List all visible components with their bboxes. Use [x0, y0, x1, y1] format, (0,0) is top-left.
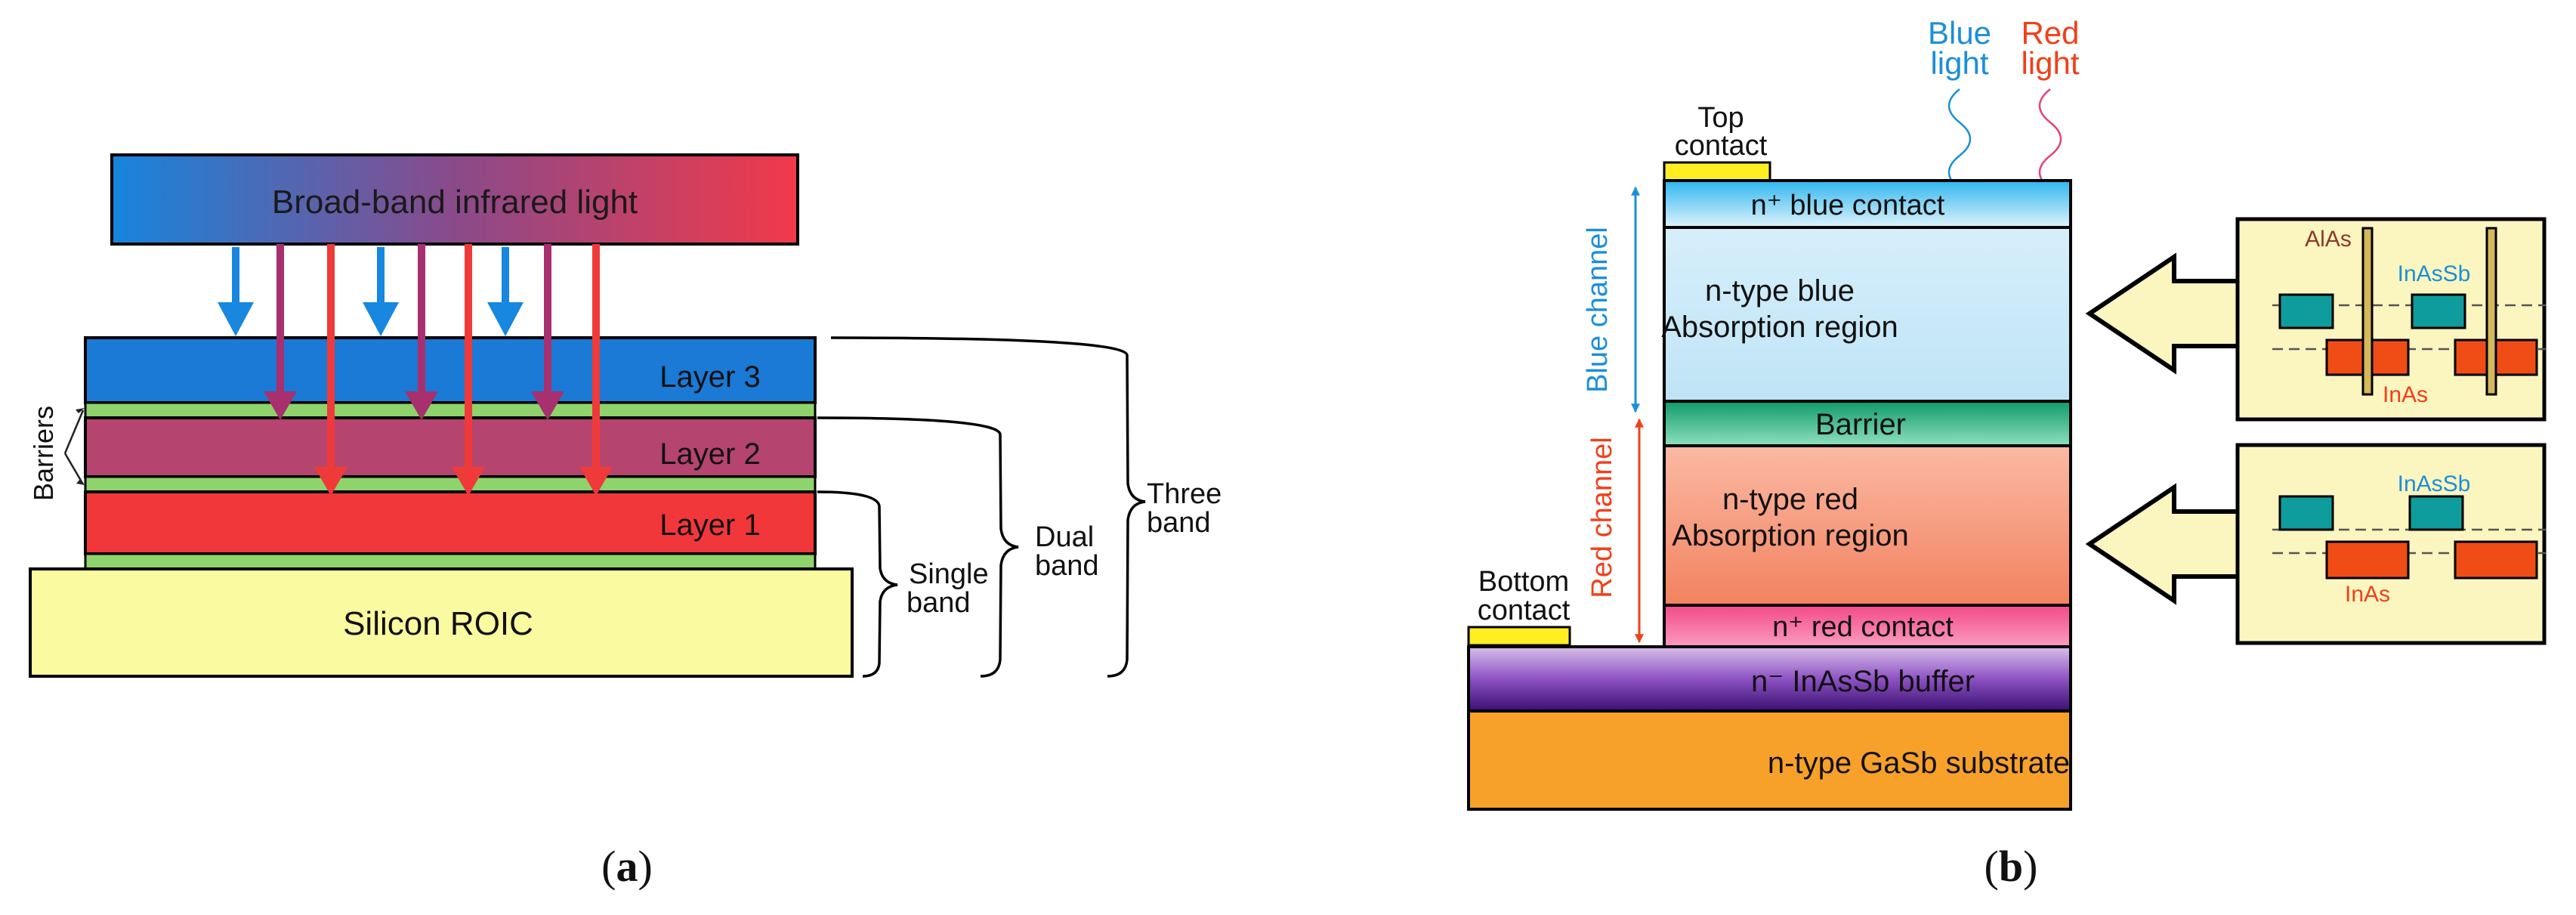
bottom-contact-label-1: Bottom	[1478, 566, 1569, 598]
caption-a: (a)	[601, 842, 653, 891]
purple-arrows	[264, 244, 564, 420]
inset-top: AlAs InAsSb InAs	[2235, 217, 2547, 422]
blue-contact-layer	[1663, 179, 2072, 229]
bottom-contact-pad	[1467, 626, 1571, 647]
blue-arrows	[218, 247, 524, 336]
single-band-brace	[817, 490, 898, 678]
inset-top-alas-label: AlAs	[2305, 227, 2352, 252]
silicon-roic	[29, 567, 854, 678]
three-band-label-1: Three	[1147, 478, 1222, 510]
red-light-label-2: light	[2021, 45, 2079, 81]
red-contact-layer	[1663, 604, 2072, 648]
alas-barrier-2	[2485, 227, 2497, 396]
layer-3-label: Layer 3	[659, 360, 760, 394]
layer-1	[84, 490, 817, 555]
barriers-label: Barriers	[28, 406, 59, 501]
inassb-well-4	[2408, 495, 2464, 531]
caption-b: (b)	[1985, 842, 2038, 891]
layer-3	[84, 336, 817, 404]
inas-well-3	[2325, 540, 2410, 580]
substrate-label: n-type GaSb substrate	[1768, 747, 2070, 780]
blue-light-label-1: Blue	[1928, 15, 1991, 51]
red-absorption-layer	[1663, 444, 2072, 607]
three-band-label-2: band	[1147, 507, 1211, 539]
three-band-brace	[830, 336, 1146, 678]
inset-top-inas-label: InAs	[2383, 382, 2428, 407]
dual-band-brace	[817, 416, 1019, 678]
barrier-1	[84, 552, 817, 570]
top-contact-label-2: contact	[1675, 130, 1768, 162]
blue-contact-label: n⁺ blue contact	[1751, 190, 1945, 221]
barrier-2	[84, 475, 817, 493]
light-bar	[110, 153, 799, 246]
bottom-contact-label-2: contact	[1478, 595, 1571, 626]
red-contact-label: n⁺ red contact	[1772, 611, 1954, 643]
inassb-well-1	[2278, 293, 2334, 329]
barrier-3	[84, 401, 817, 419]
buffer-layer	[1467, 645, 2072, 713]
inset-bottom-inassb-label: InAsSb	[2398, 471, 2471, 496]
inassb-well-3	[2278, 495, 2334, 531]
top-contact-pad	[1663, 161, 1771, 182]
layer-2-label: Layer 2	[659, 437, 760, 471]
red-channel-label: Red channel	[1586, 437, 1618, 598]
inset-arrow-top	[2085, 252, 2241, 375]
top-contact-label-1: Top	[1697, 102, 1744, 134]
single-band-label-2: band	[907, 587, 971, 619]
panel-b: Blue light Red light Top contact Bottom …	[1467, 15, 2547, 891]
layer-1-label: Layer 1	[659, 509, 760, 542]
dual-band-label-1: Dual	[1035, 521, 1094, 553]
inassb-well-2	[2411, 293, 2466, 329]
red-absorption-label-2: Absorption region	[1672, 519, 1909, 552]
blue-absorption-label-1: n-type blue	[1705, 274, 1855, 308]
red-absorption-label-1: n-type red	[1722, 483, 1858, 516]
red-arrows	[314, 244, 613, 496]
alas-barrier-1	[2361, 227, 2374, 396]
blue-channel-label: Blue channel	[1582, 227, 1614, 393]
inset-bottom: InAsSb InAs	[2235, 443, 2547, 645]
single-band-label-1: Single	[909, 558, 989, 590]
blue-absorption-label-2: Absorption region	[1661, 311, 1898, 344]
buffer-label: n⁻ InAsSb buffer	[1751, 665, 1975, 698]
inset-arrow-bottom	[2085, 483, 2241, 605]
dual-band-label-2: band	[1035, 550, 1099, 582]
inas-well-4	[2454, 540, 2538, 580]
light-bar-label: Broad-band infrared light	[272, 184, 638, 221]
substrate-layer	[1467, 709, 2072, 811]
blue-light-label-2: light	[1930, 45, 1988, 81]
red-light-label-1: Red	[2021, 15, 2079, 51]
inset-top-inassb-label: InAsSb	[2398, 261, 2471, 286]
barrier-layer	[1663, 400, 2072, 447]
silicon-roic-label: Silicon ROIC	[343, 605, 533, 642]
inset-bottom-inas-label: InAs	[2345, 582, 2390, 607]
barriers-pointer	[63, 410, 85, 485]
barrier-label: Barrier	[1815, 408, 1906, 441]
panel-a: Broad-band infrared light Layer 3 Layer …	[28, 153, 1222, 891]
